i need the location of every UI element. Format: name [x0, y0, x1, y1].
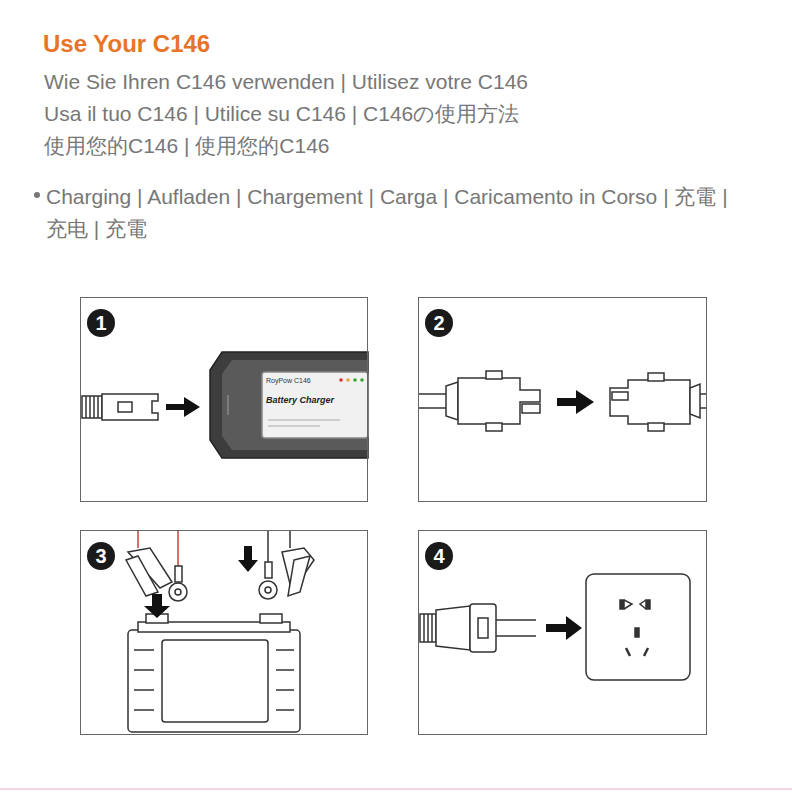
step-panel: 2 [418, 297, 707, 502]
outlet-illustration [420, 574, 690, 680]
callout-number: 1 [87, 309, 115, 337]
subtitle-line: 使用您的C146 | 使用您的C146 [44, 130, 330, 162]
title: Use Your C146 [43, 30, 210, 58]
step-panel: 1 [80, 297, 368, 502]
connector-illustration [419, 371, 707, 431]
battery-illustration [126, 531, 314, 732]
callout-number: 4 [425, 542, 453, 570]
step-panel: 3 [80, 530, 368, 735]
divider-line [0, 788, 792, 790]
subtitle-line: Wie Sie Ihren C146 verwenden | Utilisez … [44, 66, 528, 98]
step-panel: 4 [418, 530, 707, 735]
charger-illustration [82, 352, 368, 458]
device-brand: RoyPow C146 [266, 376, 311, 387]
callout-number: 3 [87, 542, 115, 570]
bullet-dot [34, 192, 40, 198]
callout-number: 2 [425, 309, 453, 337]
device-name: Battery Charger [266, 394, 334, 408]
step-heading: Charging | Aufladen | Chargement | Carga… [46, 181, 746, 244]
subtitle-line: Usa il tuo C146 | Utilice su C146 | C146… [44, 98, 519, 130]
